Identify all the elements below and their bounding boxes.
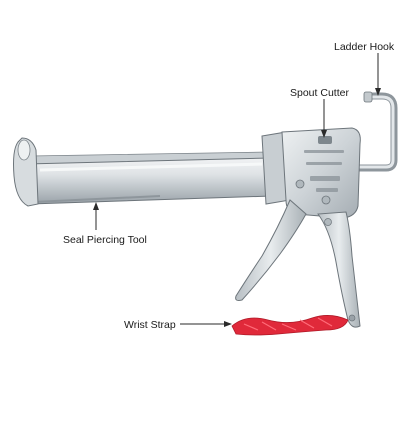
spout-cutter xyxy=(318,136,332,144)
wrist-strap-label: Wrist Strap xyxy=(124,319,176,331)
leader-arrowheads xyxy=(93,88,381,327)
ladder-hook-label: Ladder Hook xyxy=(334,41,395,53)
rear-handle xyxy=(317,211,361,328)
seal-piercing-tool-label: Seal Piercing Tool xyxy=(63,234,147,246)
wrist-strap xyxy=(231,315,349,336)
trigger xyxy=(235,199,307,301)
seal-piercing-tool xyxy=(33,195,161,203)
spout-cutter-label: Spout Cutter xyxy=(290,87,349,99)
ladder-hook xyxy=(296,91,398,172)
barrel xyxy=(13,137,273,207)
frame-body xyxy=(261,127,361,219)
